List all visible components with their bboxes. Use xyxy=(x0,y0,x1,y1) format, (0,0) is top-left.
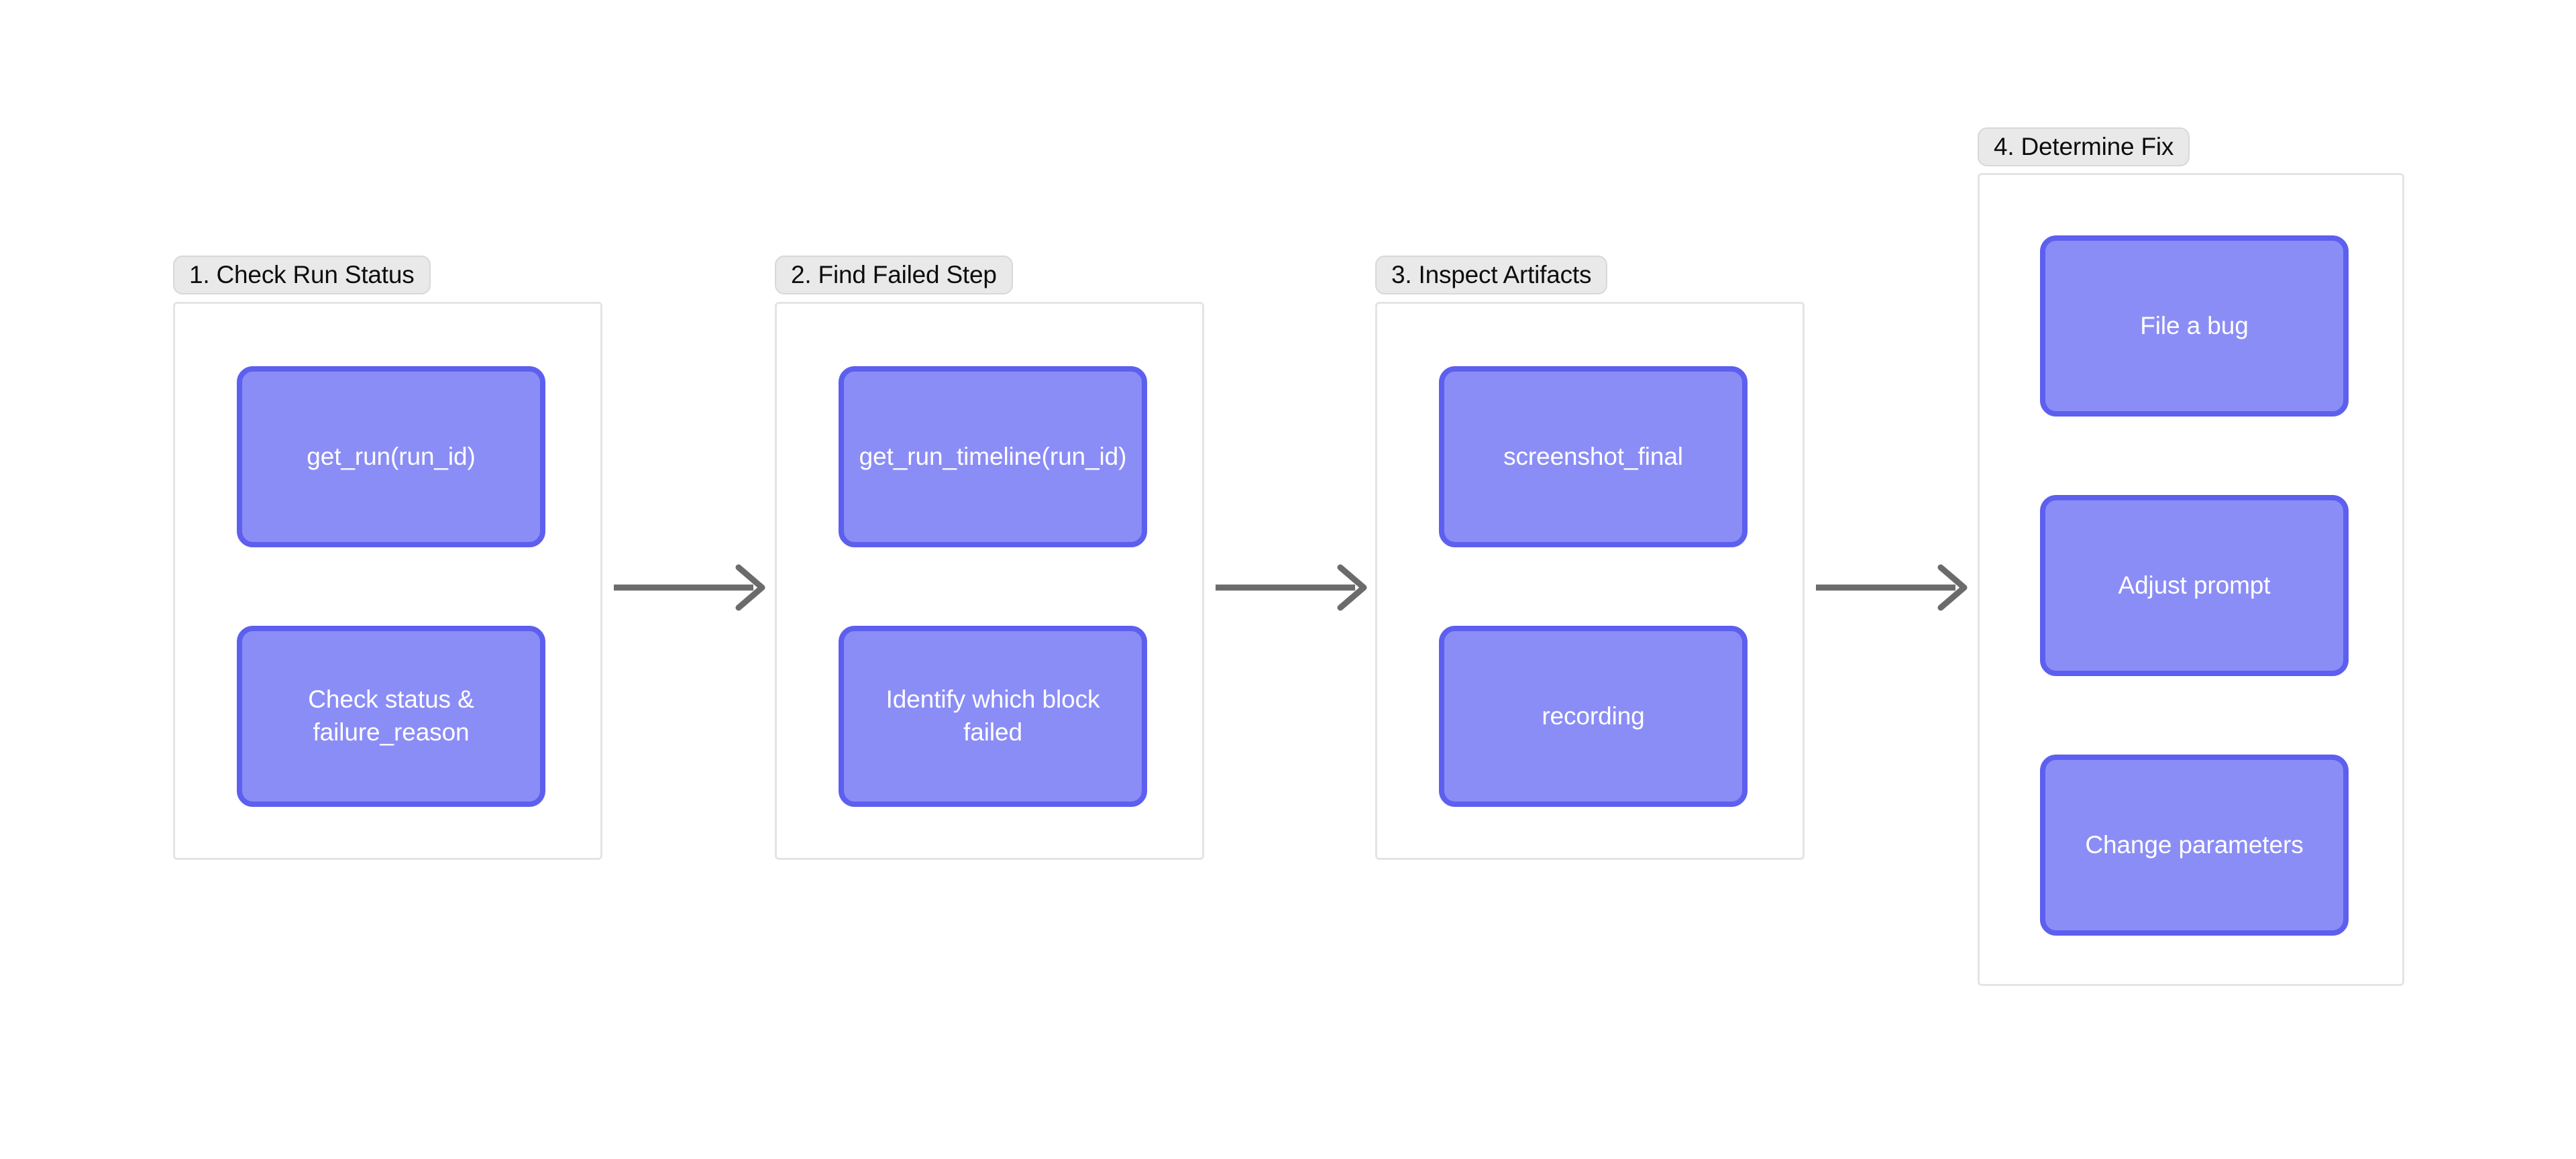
node-check-status[interactable]: Check status & failure_reason xyxy=(237,626,545,807)
group-label-find-failed-step: 2. Find Failed Step xyxy=(775,256,1013,294)
group-container-check-run-status: get_run(run_id) Check status & failure_r… xyxy=(173,302,602,860)
node-change-parameters[interactable]: Change parameters xyxy=(2040,755,2349,936)
group-container-find-failed-step: get_run_timeline(run_id) Identify which … xyxy=(775,302,1204,860)
group-label-check-run-status: 1. Check Run Status xyxy=(173,256,431,294)
arrow-group2-to-group3 xyxy=(1216,562,1370,613)
node-adjust-prompt[interactable]: Adjust prompt xyxy=(2040,495,2349,676)
arrow-group3-to-group4 xyxy=(1816,562,1970,613)
node-recording[interactable]: recording xyxy=(1439,626,1748,807)
node-file-a-bug[interactable]: File a bug xyxy=(2040,235,2349,417)
node-get-run[interactable]: get_run(run_id) xyxy=(237,366,545,547)
group-label-determine-fix: 4. Determine Fix xyxy=(1978,127,2190,166)
group-label-inspect-artifacts: 3. Inspect Artifacts xyxy=(1375,256,1608,294)
node-get-run-timeline[interactable]: get_run_timeline(run_id) xyxy=(839,366,1147,547)
group-container-determine-fix: File a bug Adjust prompt Change paramete… xyxy=(1978,173,2404,986)
node-screenshot-final[interactable]: screenshot_final xyxy=(1439,366,1748,547)
node-identify-block[interactable]: Identify which block failed xyxy=(839,626,1147,807)
arrow-group1-to-group2 xyxy=(614,562,768,613)
group-container-inspect-artifacts: screenshot_final recording xyxy=(1375,302,1805,860)
